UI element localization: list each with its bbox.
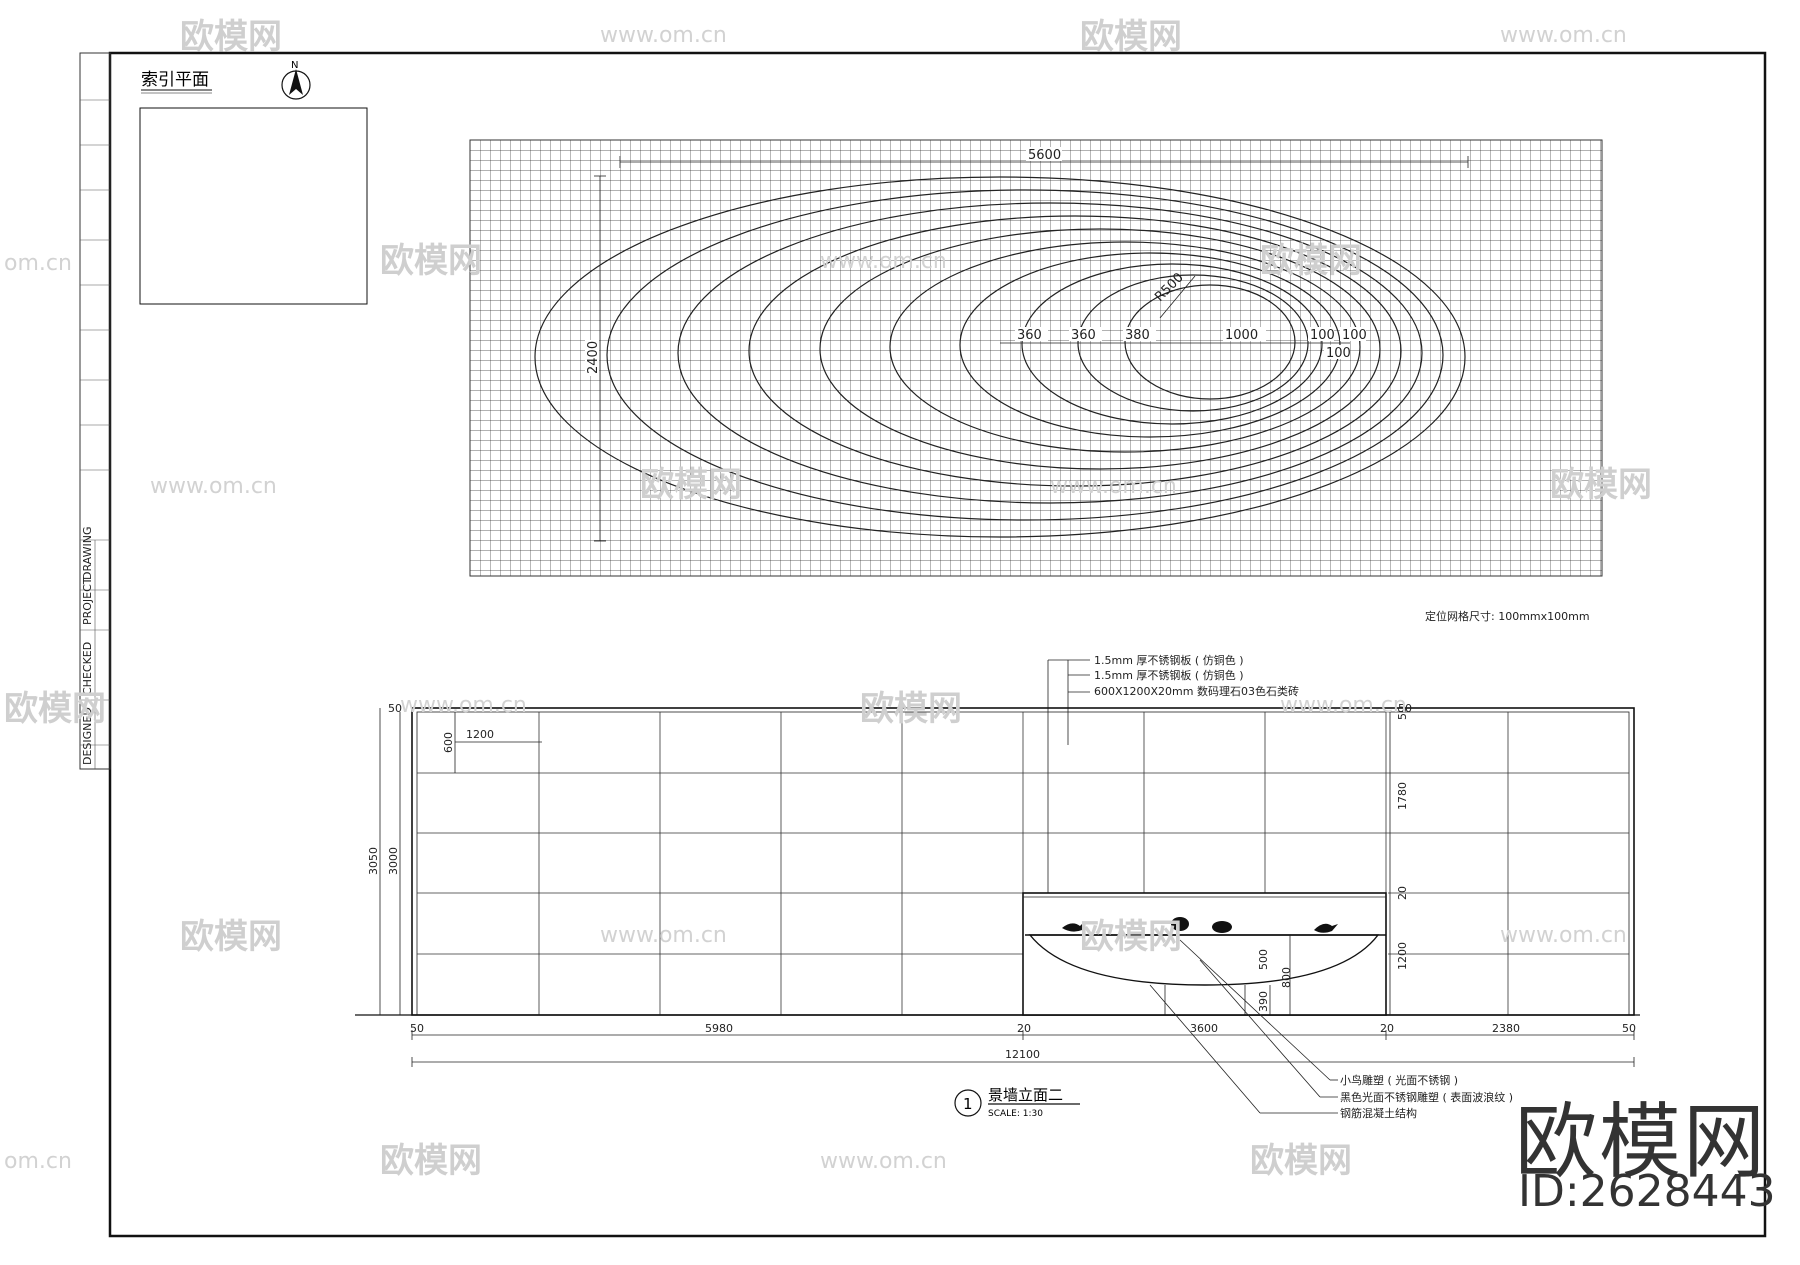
svg-text:欧模网: 欧模网 bbox=[860, 689, 962, 729]
svg-text:om.cn: om.cn bbox=[4, 251, 72, 276]
dim-mid-500: 500 bbox=[1257, 949, 1270, 970]
dim-total-width: 12100 bbox=[1005, 1048, 1040, 1061]
svg-text:www.om.cn: www.om.cn bbox=[600, 923, 727, 948]
grid-plan: 5600 2400 360 360 380 1000 100 100 100 R… bbox=[469, 139, 1603, 623]
drawing-scale: SCALE: 1:30 bbox=[988, 1109, 1043, 1119]
dim-right-top-edge: 50 bbox=[1396, 706, 1409, 720]
svg-text:www.om.cn: www.om.cn bbox=[600, 23, 727, 48]
dim-right-mid: 20 bbox=[1396, 886, 1409, 900]
svg-text:www.om.cn: www.om.cn bbox=[1280, 693, 1407, 718]
dim-bottom-1: 50 bbox=[410, 1022, 424, 1035]
svg-text:欧模网: 欧模网 bbox=[1080, 917, 1182, 957]
dim-bottom-7: 50 bbox=[1622, 1022, 1636, 1035]
grid-size-note: 定位网格尺寸: 100mmx100mm bbox=[1425, 609, 1590, 623]
svg-text:www.om.cn: www.om.cn bbox=[820, 1149, 947, 1174]
drawing-title-text: 景墙立面二 bbox=[988, 1086, 1063, 1104]
index-plan: 索引平面 N bbox=[139, 60, 368, 305]
dim-ring-7: 100 bbox=[1326, 346, 1351, 361]
callout-stone-tile: 600X1200X20mm 数码理石03色石类砖 bbox=[1094, 684, 1299, 698]
callout-stainless-1: 1.5mm 厚不锈钢板 ( 仿铜色 ) bbox=[1094, 653, 1244, 667]
north-arrow-icon: N bbox=[281, 60, 311, 100]
dim-mid-390: 390 bbox=[1257, 991, 1270, 1012]
callout-bowl-sculpture: 黑色光面不锈钢雕塑 ( 表面波浪纹 ) bbox=[1340, 1090, 1513, 1104]
dim-panel-width: 1200 bbox=[466, 728, 494, 741]
dim-bottom-2: 5980 bbox=[705, 1022, 733, 1035]
dim-bottom-5: 20 bbox=[1380, 1022, 1394, 1035]
dim-overall-height: 2400 bbox=[586, 341, 601, 374]
svg-text:www.om.cn: www.om.cn bbox=[1500, 23, 1627, 48]
svg-text:欧模网: 欧模网 bbox=[4, 689, 106, 729]
strip-text-designed: DESIGNED bbox=[81, 707, 94, 765]
north-label: N bbox=[291, 60, 298, 71]
svg-text:欧模网: 欧模网 bbox=[380, 1141, 482, 1181]
bird-sculpture-icon bbox=[1062, 917, 1338, 933]
drawing-number: 1 bbox=[963, 1095, 973, 1113]
dim-bottom-4: 3600 bbox=[1190, 1022, 1218, 1035]
title-strip: DRAWING PROJECT CHECKED DESIGNED bbox=[79, 52, 111, 770]
svg-text:欧模网: 欧模网 bbox=[180, 917, 282, 957]
dim-mid-800: 800 bbox=[1280, 967, 1293, 988]
callout-bird-sculpture: 小鸟雕塑 ( 光面不锈钢 ) bbox=[1340, 1073, 1458, 1087]
dim-overall-width: 5600 bbox=[1028, 148, 1061, 163]
dim-ring-5: 100 bbox=[1310, 328, 1335, 343]
svg-text:欧模网: 欧模网 bbox=[1080, 17, 1182, 57]
dim-bottom-3: 20 bbox=[1017, 1022, 1031, 1035]
svg-text:www.om.cn: www.om.cn bbox=[1050, 474, 1177, 499]
strip-text-project: PROJECT bbox=[81, 577, 94, 625]
svg-text:欧模网: 欧模网 bbox=[1260, 241, 1362, 281]
svg-text:欧模网: 欧模网 bbox=[1250, 1141, 1352, 1181]
dim-ring-center: 1000 bbox=[1225, 328, 1258, 343]
svg-text:欧模网: 欧模网 bbox=[1550, 465, 1652, 505]
callout-concrete: 钢筋混凝土结构 bbox=[1340, 1106, 1417, 1120]
model-id: ID:2628443 bbox=[1518, 1166, 1776, 1217]
dim-top-edge-right: 50 bbox=[1398, 702, 1412, 715]
dim-ring-2: 360 bbox=[1071, 328, 1096, 343]
svg-text:om.cn: om.cn bbox=[4, 1149, 72, 1174]
dim-ring-1: 360 bbox=[1017, 328, 1042, 343]
svg-text:欧模网: 欧模网 bbox=[640, 465, 742, 505]
bowl-sculpture bbox=[1028, 934, 1380, 986]
strip-text-drawing: DRAWING bbox=[81, 527, 94, 580]
dim-panel-height: 600 bbox=[442, 732, 455, 753]
callout-stainless-2: 1.5mm 厚不锈钢板 ( 仿铜色 ) bbox=[1094, 668, 1244, 682]
dim-top-edge-left: 50 bbox=[388, 702, 402, 715]
brand-logo-text: 欧模网 bbox=[1515, 1095, 1768, 1190]
dim-right-bottom: 1200 bbox=[1396, 942, 1409, 970]
svg-text:欧模网: 欧模网 bbox=[380, 241, 482, 281]
svg-text:www.om.cn: www.om.cn bbox=[1500, 923, 1627, 948]
dim-ring-3: 380 bbox=[1125, 328, 1150, 343]
dim-left-inner: 3000 bbox=[387, 847, 400, 875]
svg-text:欧模网: 欧模网 bbox=[180, 17, 282, 57]
index-plan-title: 索引平面 bbox=[141, 70, 209, 90]
svg-text:www.om.cn: www.om.cn bbox=[400, 693, 527, 718]
dim-left-total: 3050 bbox=[367, 847, 380, 875]
svg-text:www.om.cn: www.om.cn bbox=[820, 249, 947, 274]
elevation-view: 1.5mm 厚不锈钢板 ( 仿铜色 ) 1.5mm 厚不锈钢板 ( 仿铜色 ) … bbox=[355, 653, 1640, 1120]
dim-ring-6: 100 bbox=[1342, 328, 1367, 343]
watermark-layer: 欧模网 www.om.cn 欧模网 www.om.cn om.cn 欧模网 ww… bbox=[4, 17, 1652, 1181]
dim-bottom-6: 2380 bbox=[1492, 1022, 1520, 1035]
strip-text-checked: CHECKED bbox=[81, 642, 94, 695]
dim-right-top: 1780 bbox=[1396, 782, 1409, 810]
svg-text:www.om.cn: www.om.cn bbox=[150, 474, 277, 499]
drawing-title: 1 景墙立面二 SCALE: 1:30 bbox=[954, 1086, 1080, 1119]
